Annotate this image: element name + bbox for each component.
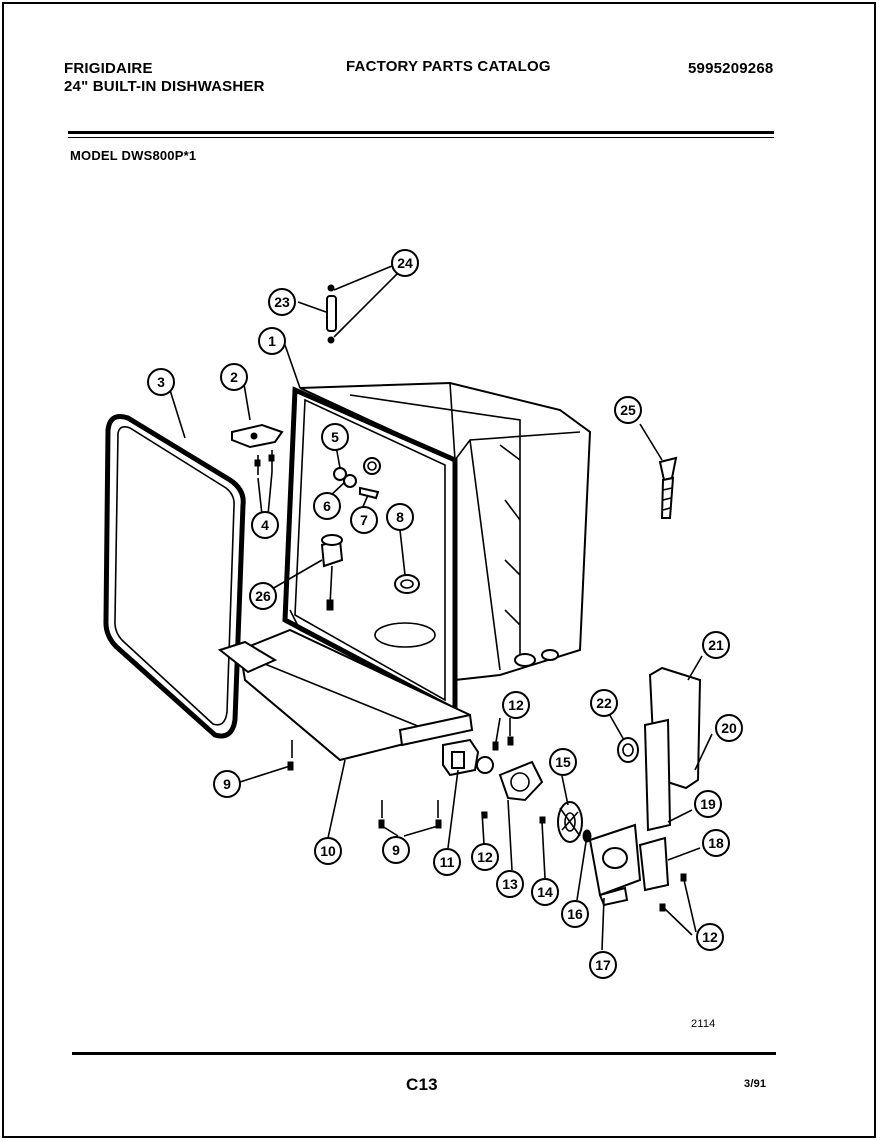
svg-text:11: 11 (440, 854, 455, 870)
vent-parts (326, 284, 337, 344)
svg-text:12: 12 (477, 849, 493, 865)
door-gasket (103, 414, 246, 739)
callout-26: 26 (249, 582, 277, 610)
callout-4: 4 (251, 511, 279, 539)
svg-text:26: 26 (255, 588, 271, 604)
float-switch (320, 534, 344, 611)
svg-text:19: 19 (700, 796, 716, 812)
callout-12c: 12 (696, 923, 724, 951)
svg-text:15: 15 (555, 754, 571, 770)
callout-20: 20 (715, 714, 743, 742)
callout-9b: 9 (382, 836, 410, 864)
svg-text:14: 14 (537, 884, 553, 900)
callout-10: 10 (314, 837, 342, 865)
svg-text:13: 13 (502, 876, 518, 892)
callout-23: 23 (268, 288, 296, 316)
callout-24: 24 (391, 249, 419, 277)
callout-12a: 12 (502, 691, 530, 719)
drain-fitting (394, 574, 420, 594)
catalog-title: FACTORY PARTS CATALOG (346, 58, 551, 75)
callout-5: 5 (321, 423, 349, 451)
product-name: 24" BUILT-IN DISHWASHER (64, 78, 265, 95)
svg-text:12: 12 (702, 929, 718, 945)
svg-text:23: 23 (274, 294, 290, 310)
callout-21: 21 (702, 631, 730, 659)
figure-number: 2114 (691, 1018, 716, 1030)
base-frame (217, 628, 474, 762)
svg-text:10: 10 (320, 843, 336, 859)
page-code: C13 (406, 1075, 438, 1094)
callout-8: 8 (386, 503, 414, 531)
svg-text:22: 22 (596, 695, 612, 711)
callout-2: 2 (220, 363, 248, 391)
callout-13: 13 (496, 870, 524, 898)
catalog-number: 5995209268 (688, 60, 774, 77)
brand-name: FRIGIDAIRE (64, 60, 153, 77)
footer-rule (72, 1052, 776, 1055)
callout-9a: 9 (213, 770, 241, 798)
inlet-parts (333, 457, 381, 500)
callout-11: 11 (433, 848, 461, 876)
svg-text:17: 17 (595, 957, 611, 973)
svg-text:9: 9 (392, 842, 400, 858)
callout-1: 1 (258, 327, 286, 355)
header-rule-top (68, 131, 774, 134)
svg-text:7: 7 (360, 512, 368, 528)
callout-19: 19 (694, 790, 722, 818)
svg-text:3: 3 (157, 374, 165, 390)
callout-6: 6 (313, 492, 341, 520)
callout-17: 17 (589, 951, 617, 979)
header-rule-bottom (68, 137, 774, 138)
svg-text:6: 6 (323, 498, 331, 514)
svg-text:4: 4 (261, 517, 269, 533)
revision-date: 3/91 (744, 1078, 767, 1090)
svg-text:16: 16 (567, 906, 583, 922)
svg-text:24: 24 (397, 255, 413, 271)
callout-12b: 12 (471, 843, 499, 871)
svg-text:9: 9 (223, 776, 231, 792)
callout-16: 16 (561, 900, 589, 928)
callout-3: 3 (147, 368, 175, 396)
hose-connector (658, 456, 678, 519)
callout-25: 25 (614, 396, 642, 424)
svg-text:2: 2 (230, 369, 238, 385)
svg-text:21: 21 (708, 637, 724, 653)
motor-pump-assembly (442, 736, 642, 907)
callout-15: 15 (549, 748, 577, 776)
callout-7: 7 (350, 506, 378, 534)
svg-text:1: 1 (268, 333, 276, 349)
detergent-dispenser-parts (617, 666, 702, 912)
leader-lines (169, 265, 713, 951)
svg-text:12: 12 (508, 697, 524, 713)
callout-22: 22 (590, 689, 618, 717)
svg-text:5: 5 (331, 429, 339, 445)
svg-text:20: 20 (721, 720, 737, 736)
callout-18: 18 (702, 829, 730, 857)
svg-text:18: 18 (708, 835, 724, 851)
svg-text:25: 25 (620, 402, 636, 418)
svg-text:8: 8 (396, 509, 404, 525)
model-label: MODEL DWS800P*1 (70, 148, 197, 163)
hinge-part (231, 423, 284, 475)
callout-14: 14 (531, 878, 559, 906)
